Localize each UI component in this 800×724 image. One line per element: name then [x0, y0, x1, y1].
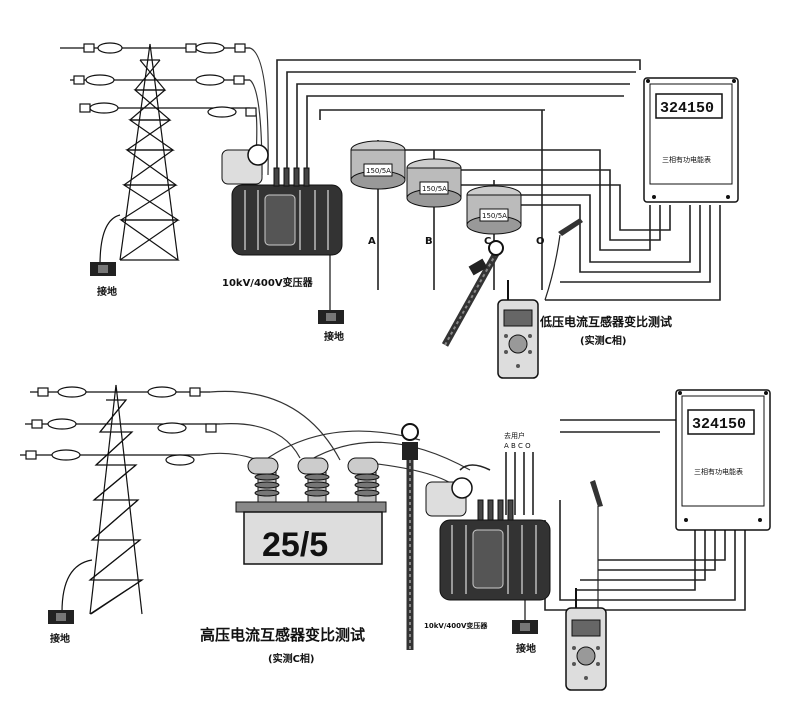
energy-meter-top: [643, 77, 739, 203]
ground-symbol-bottom-tower: [48, 610, 74, 624]
test-subtitle-top: (实测C相): [580, 334, 626, 347]
ct-c-top: [466, 185, 522, 235]
handheld-tester-bottom: [565, 588, 607, 691]
ground-label-bottom-tower: 接地: [50, 632, 70, 645]
ct-a-rating: 150/5A: [366, 167, 391, 175]
clamp-probe-top: [441, 240, 504, 347]
handheld-tester-top: [497, 280, 539, 379]
alligator-clip-top: [544, 218, 583, 301]
ground-label-top-tower: 接地: [97, 285, 117, 298]
alligator-clip-bottom: [590, 480, 603, 608]
meter-reading-bottom: 324150: [692, 416, 746, 433]
meter-reading-top: 324150: [660, 100, 714, 117]
meter-label-top: 三相有功电能表: [662, 155, 711, 164]
phase-label-o: O: [536, 236, 545, 247]
top-section: 接地: [60, 42, 739, 379]
phase-label-c: C: [484, 236, 491, 247]
transformer-bottom: [425, 477, 551, 620]
user-label-bottom: 去用户: [504, 431, 525, 440]
ground-symbol-top-tower: [90, 262, 116, 276]
transformer-label-top: 10kV/400V变压器: [222, 276, 314, 289]
ground-symbol-top-transformer: [318, 310, 344, 324]
bottom-section: 接地: [20, 384, 771, 691]
user-phases-bottom: A B C O: [504, 442, 531, 450]
tower-top: [60, 42, 257, 266]
tower-bottom: [20, 384, 220, 615]
hv-lines-bottom: [199, 390, 471, 491]
phase-label-b: B: [425, 236, 433, 247]
phase-label-a: A: [368, 236, 376, 247]
hv-ct-ratio: 25/5: [262, 526, 328, 564]
hv-ct-block: [235, 457, 387, 565]
transformer-label-bottom: 10kV/400V变压器: [424, 621, 488, 630]
ct-a-top: [350, 140, 406, 190]
transformer-top: [221, 144, 343, 312]
test-title-bottom: 高压电流互感器变比测试: [200, 626, 365, 644]
meter-label-bottom: 三相有功电能表: [694, 467, 743, 476]
ct-b-rating: 150/5A: [422, 185, 447, 193]
clamp-probe-bottom: [401, 423, 419, 650]
ct-c-rating: 150/5A: [482, 212, 507, 220]
ct-b-top: [406, 158, 462, 208]
energy-meter-bottom: [675, 389, 771, 531]
test-title-top: 低压电流互感器变比测试: [539, 314, 672, 329]
lv-wires-bottom: [459, 419, 746, 611]
ground-label-top-transformer: 接地: [324, 330, 344, 343]
test-subtitle-bottom: (实测C相): [268, 652, 314, 665]
ground-label-bottom-transformer: 接地: [516, 642, 536, 655]
ground-symbol-bottom-transformer: [512, 620, 538, 634]
